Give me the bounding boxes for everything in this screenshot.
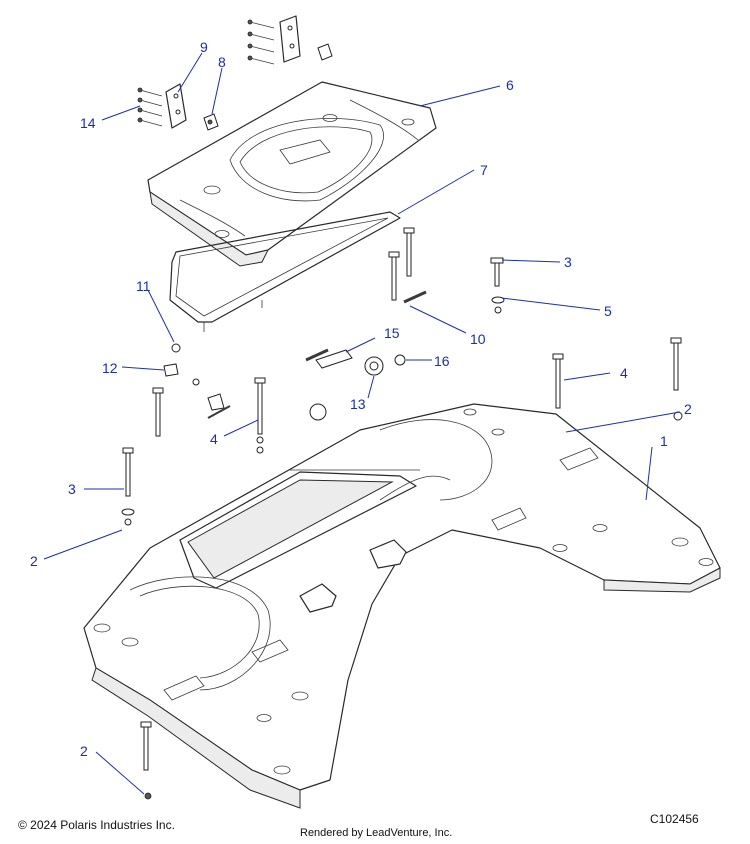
callout-11: 11 <box>136 278 151 294</box>
knob-13 <box>309 356 384 421</box>
rendered-by-credit: Rendered by LeadVenture, Inc. <box>300 827 453 839</box>
callout-14: 14 <box>80 115 96 131</box>
rack-base <box>83 403 721 809</box>
callout-15: 15 <box>384 325 400 341</box>
callout-5: 5 <box>604 303 612 319</box>
rack-frame <box>169 211 401 332</box>
screws-right <box>247 19 275 65</box>
callout-9: 9 <box>200 39 208 55</box>
callout-2-right: 2 <box>684 401 692 417</box>
callout-4-center: 4 <box>210 431 218 447</box>
callout-2-bottom: 2 <box>80 743 88 759</box>
callout-1: 1 <box>660 433 668 449</box>
screws-left <box>137 87 163 127</box>
bolt-4-center <box>254 377 266 454</box>
bolt-left-mid <box>152 387 231 437</box>
diagram-code: C102456 <box>650 812 699 826</box>
callout-10: 10 <box>470 331 486 347</box>
callout-8: 8 <box>218 54 226 70</box>
callout-3-upper: 3 <box>564 254 572 270</box>
callout-13: 13 <box>350 396 366 412</box>
latch-bracket-left <box>165 83 187 129</box>
bolt-4-right <box>551 337 683 438</box>
pin-10 <box>403 290 427 304</box>
bolt-mid-center <box>388 227 415 301</box>
callout-6: 6 <box>506 77 514 93</box>
bolt-3-left <box>121 447 135 526</box>
callout-4-right: 4 <box>620 365 628 381</box>
latch-bracket-right <box>279 15 301 63</box>
callout-16: 16 <box>434 353 450 369</box>
callout-7: 7 <box>480 162 488 178</box>
screw-16 <box>394 354 406 366</box>
bolt-3-upper <box>490 257 505 314</box>
clip-nut-8 <box>203 43 333 131</box>
callout-12: 12 <box>102 360 118 376</box>
bolt-2-bottom <box>140 721 152 800</box>
screw-11 <box>171 343 200 386</box>
callout-2-left: 2 <box>30 553 38 569</box>
clip-12 <box>163 363 179 377</box>
callout-3-left: 3 <box>68 481 76 497</box>
upper-rack-cover <box>147 81 437 267</box>
leader-lines <box>43 52 681 795</box>
callout-labels: 1 2 2 2 3 3 4 4 5 6 7 8 9 10 11 12 13 14… <box>30 39 692 759</box>
pin-15 <box>305 348 353 369</box>
copyright-notice: © 2024 Polaris Industries Inc. <box>18 818 175 832</box>
